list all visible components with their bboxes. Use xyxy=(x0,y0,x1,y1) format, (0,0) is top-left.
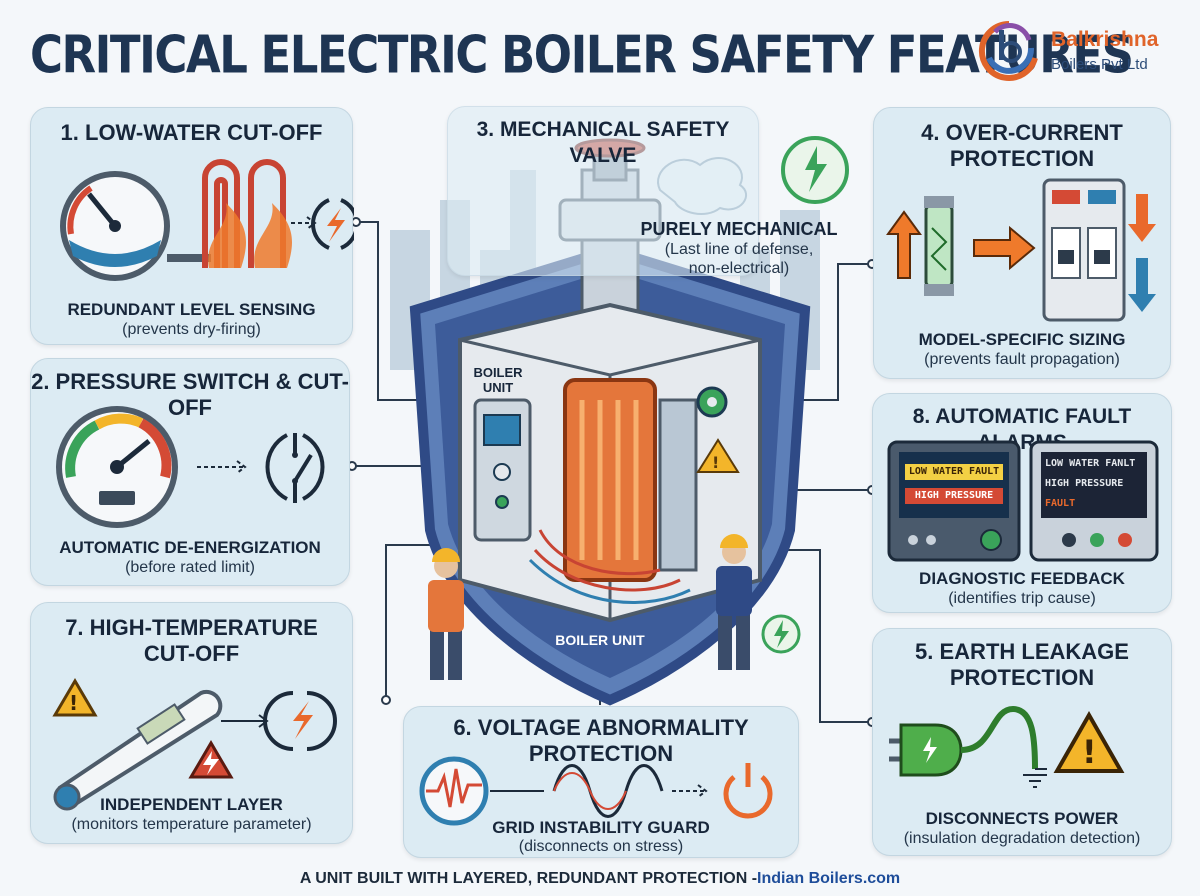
boiler-label-bottom: BOILER UNIT xyxy=(555,632,645,648)
panel-subtitle: MODEL-SPECIFIC SIZING xyxy=(918,330,1126,349)
circuit-breaker-icon xyxy=(886,178,1156,322)
boiler-label-top: BOILER UNIT xyxy=(473,365,523,395)
footer: A UNIT BUILT WITH LAYERED, REDUNDANT PRO… xyxy=(0,870,1200,888)
panel-mechanical-safety-valve: 3. MECHANICAL SAFETY VALVE PURELY MECHAN… xyxy=(447,106,838,277)
lightning-circle-icon xyxy=(761,614,801,654)
panel-voltage-abnormality-protection: 6. VOLTAGE ABNORMALITY PROTECTION GRID I… xyxy=(403,706,799,858)
thermometer-icon: ! xyxy=(52,678,337,811)
logo-subtitle: Boilers Pvt Ltd xyxy=(1051,56,1148,73)
panel-subtitle: PURELY MECHANICAL xyxy=(640,219,838,239)
panel-earth-leakage-protection: 5. EARTH LEAKAGE PROTECTION ! DISCONNECT… xyxy=(872,628,1172,856)
panel-title: 3. MECHANICAL SAFETY VALVE xyxy=(476,118,730,167)
footer-text: A UNIT BUILT WITH LAYERED, REDUNDANT PRO… xyxy=(299,870,758,887)
panel-subtitle: REDUNDANT LEVEL SENSING xyxy=(67,300,316,319)
panel-title: 1. LOW-WATER CUT-OFF xyxy=(60,120,323,145)
panel-low-water-cutoff: 1. LOW-WATER CUT-OFF REDUNDANT LEVEL SEN… xyxy=(30,107,354,345)
svg-text:!: ! xyxy=(712,453,719,472)
panel-note: (identifies trip cause) xyxy=(948,590,1096,607)
panel-title: 4. OVER-CURRENT PROTECTION xyxy=(921,120,1123,171)
plug-ground-icon: ! xyxy=(889,705,1125,788)
panel-note: (insulation degradation detection) xyxy=(903,830,1141,847)
footer-source: Indian Boilers.com xyxy=(757,870,901,887)
alarm-screen2-line3: FAULT xyxy=(1045,498,1076,509)
panel-high-temperature-cutoff: 7. HIGH-TEMPERATURE CUT-OFF ! INDEPENDEN… xyxy=(30,602,353,844)
panel-title: 6. VOLTAGE ABNORMALITY PROTECTION xyxy=(453,715,749,766)
panel-note: (prevents dry-firing) xyxy=(122,321,261,338)
eco-lightning-icon xyxy=(781,136,849,204)
alarm-screen1-line1: LOW WATER FAULT xyxy=(908,466,1000,477)
panel-note: (before rated limit) xyxy=(125,559,255,576)
panel-subtitle: GRID INSTABILITY GUARD xyxy=(492,818,710,837)
panel-title: 5. EARTH LEAKAGE PROTECTION xyxy=(915,639,1129,690)
panel-subtitle: INDEPENDENT LAYER xyxy=(100,795,283,814)
alarm-screen2-line1: LOW WATER FANLT xyxy=(1045,458,1136,469)
panel-note: (prevents fault propagation) xyxy=(924,351,1120,368)
panel-subtitle: DISCONNECTS POWER xyxy=(925,809,1119,828)
panel-note: (disconnects on stress) xyxy=(518,838,684,855)
panel-subtitle: AUTOMATIC DE-ENERGIZATION xyxy=(59,538,321,557)
level-gauge-icon xyxy=(60,159,354,281)
panel-title: 2. PRESSURE SWITCH & CUT-OFF xyxy=(31,369,349,420)
panel-subtitle: DIAGNOSTIC FEEDBACK xyxy=(919,569,1125,588)
alarm-screen1-line2: HIGH PRESSURE xyxy=(914,490,994,501)
alarm-screen2-line2: HIGH PRESSURE xyxy=(1045,478,1124,489)
alarm-panels-icon xyxy=(887,440,1159,562)
company-logo: Balkrishna Boilers Pvt Ltd xyxy=(975,18,1195,84)
panel-title: 7. HIGH-TEMPERATURE CUT-OFF xyxy=(65,615,318,666)
logo-name: Balkrishna xyxy=(1051,28,1159,51)
panel-note: (monitors temperature parameter) xyxy=(71,816,312,833)
logo-mark-icon xyxy=(978,20,1038,81)
panel-over-current-protection: 4. OVER-CURRENT PROTECTION MODEL-SPECIFI… xyxy=(873,107,1171,379)
panel-pressure-switch: 2. PRESSURE SWITCH & CUT-OFF AUTOMATIC D… xyxy=(30,358,350,586)
svg-text:!: ! xyxy=(1082,733,1097,771)
voltage-wave-icon xyxy=(419,756,773,826)
pressure-gauge-icon xyxy=(56,406,325,528)
panel-note: (Last line of defense, non-electrical) xyxy=(664,241,814,277)
svg-text:!: ! xyxy=(69,691,78,715)
page-title: CRITICAL ELECTRIC BOILER SAFETY FEATURES xyxy=(30,24,1134,85)
panel-automatic-fault-alarms: 8. AUTOMATIC FAULT ALARMS LOW WATER FAUL… xyxy=(872,393,1172,613)
